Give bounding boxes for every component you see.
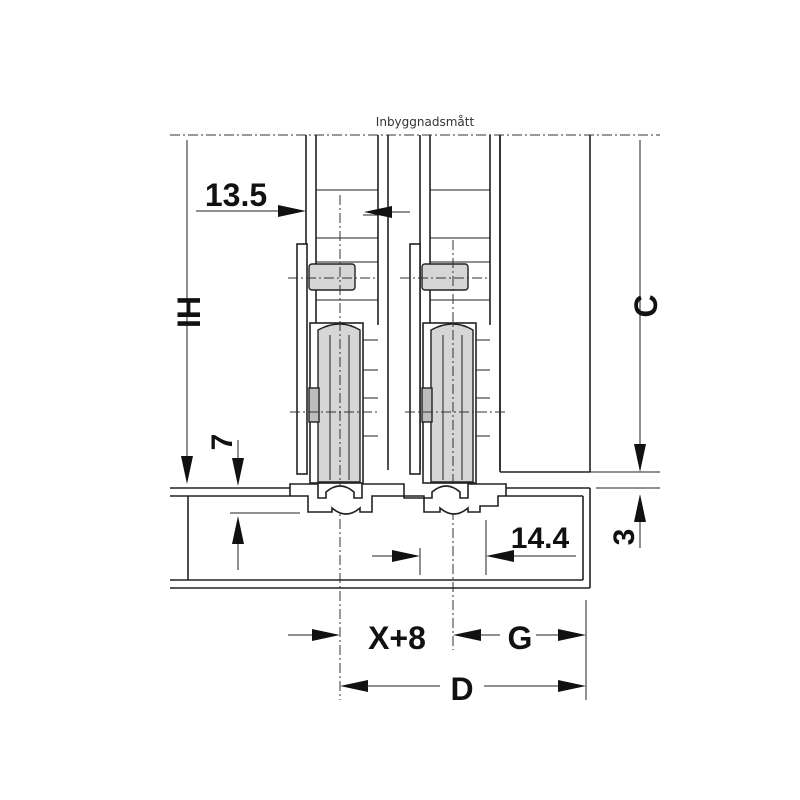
hanger-plate-right	[409, 243, 421, 475]
hanger-pin-left	[308, 263, 356, 291]
caption-text: Inbyggnadsmått	[376, 115, 475, 129]
dim-7-label: 7	[206, 434, 239, 451]
dim-x8-label: X+8	[368, 620, 426, 656]
dim-13-5: 13.5	[196, 177, 410, 218]
dim-d-label: D	[450, 671, 473, 707]
dim-3-label: 3	[608, 529, 641, 546]
track-profile	[170, 483, 591, 589]
dim-13-5-label: 13.5	[205, 177, 267, 213]
door-panel-left	[296, 135, 389, 484]
dim-x8-g: X+8 G	[288, 600, 587, 700]
wheel-left	[317, 323, 361, 483]
hanger-pin-right	[421, 263, 469, 291]
cabinet-side-panel	[499, 135, 591, 473]
dim-14-4: 14.4	[372, 520, 576, 575]
dim-c-label: C	[628, 294, 664, 317]
dim-7: 7	[206, 434, 244, 570]
dim-14-4-label: 14.4	[511, 522, 570, 555]
wheel-right	[430, 323, 474, 483]
dim-ih-label: IH	[171, 296, 207, 328]
dim-g-label: G	[508, 620, 533, 656]
dim-d: D	[340, 671, 586, 707]
dim-3: 3	[596, 487, 660, 548]
hanger-plate-left	[296, 243, 308, 475]
dim-ih: IH	[171, 140, 207, 484]
door-panel-right	[409, 135, 501, 484]
dim-c: C	[590, 140, 664, 473]
